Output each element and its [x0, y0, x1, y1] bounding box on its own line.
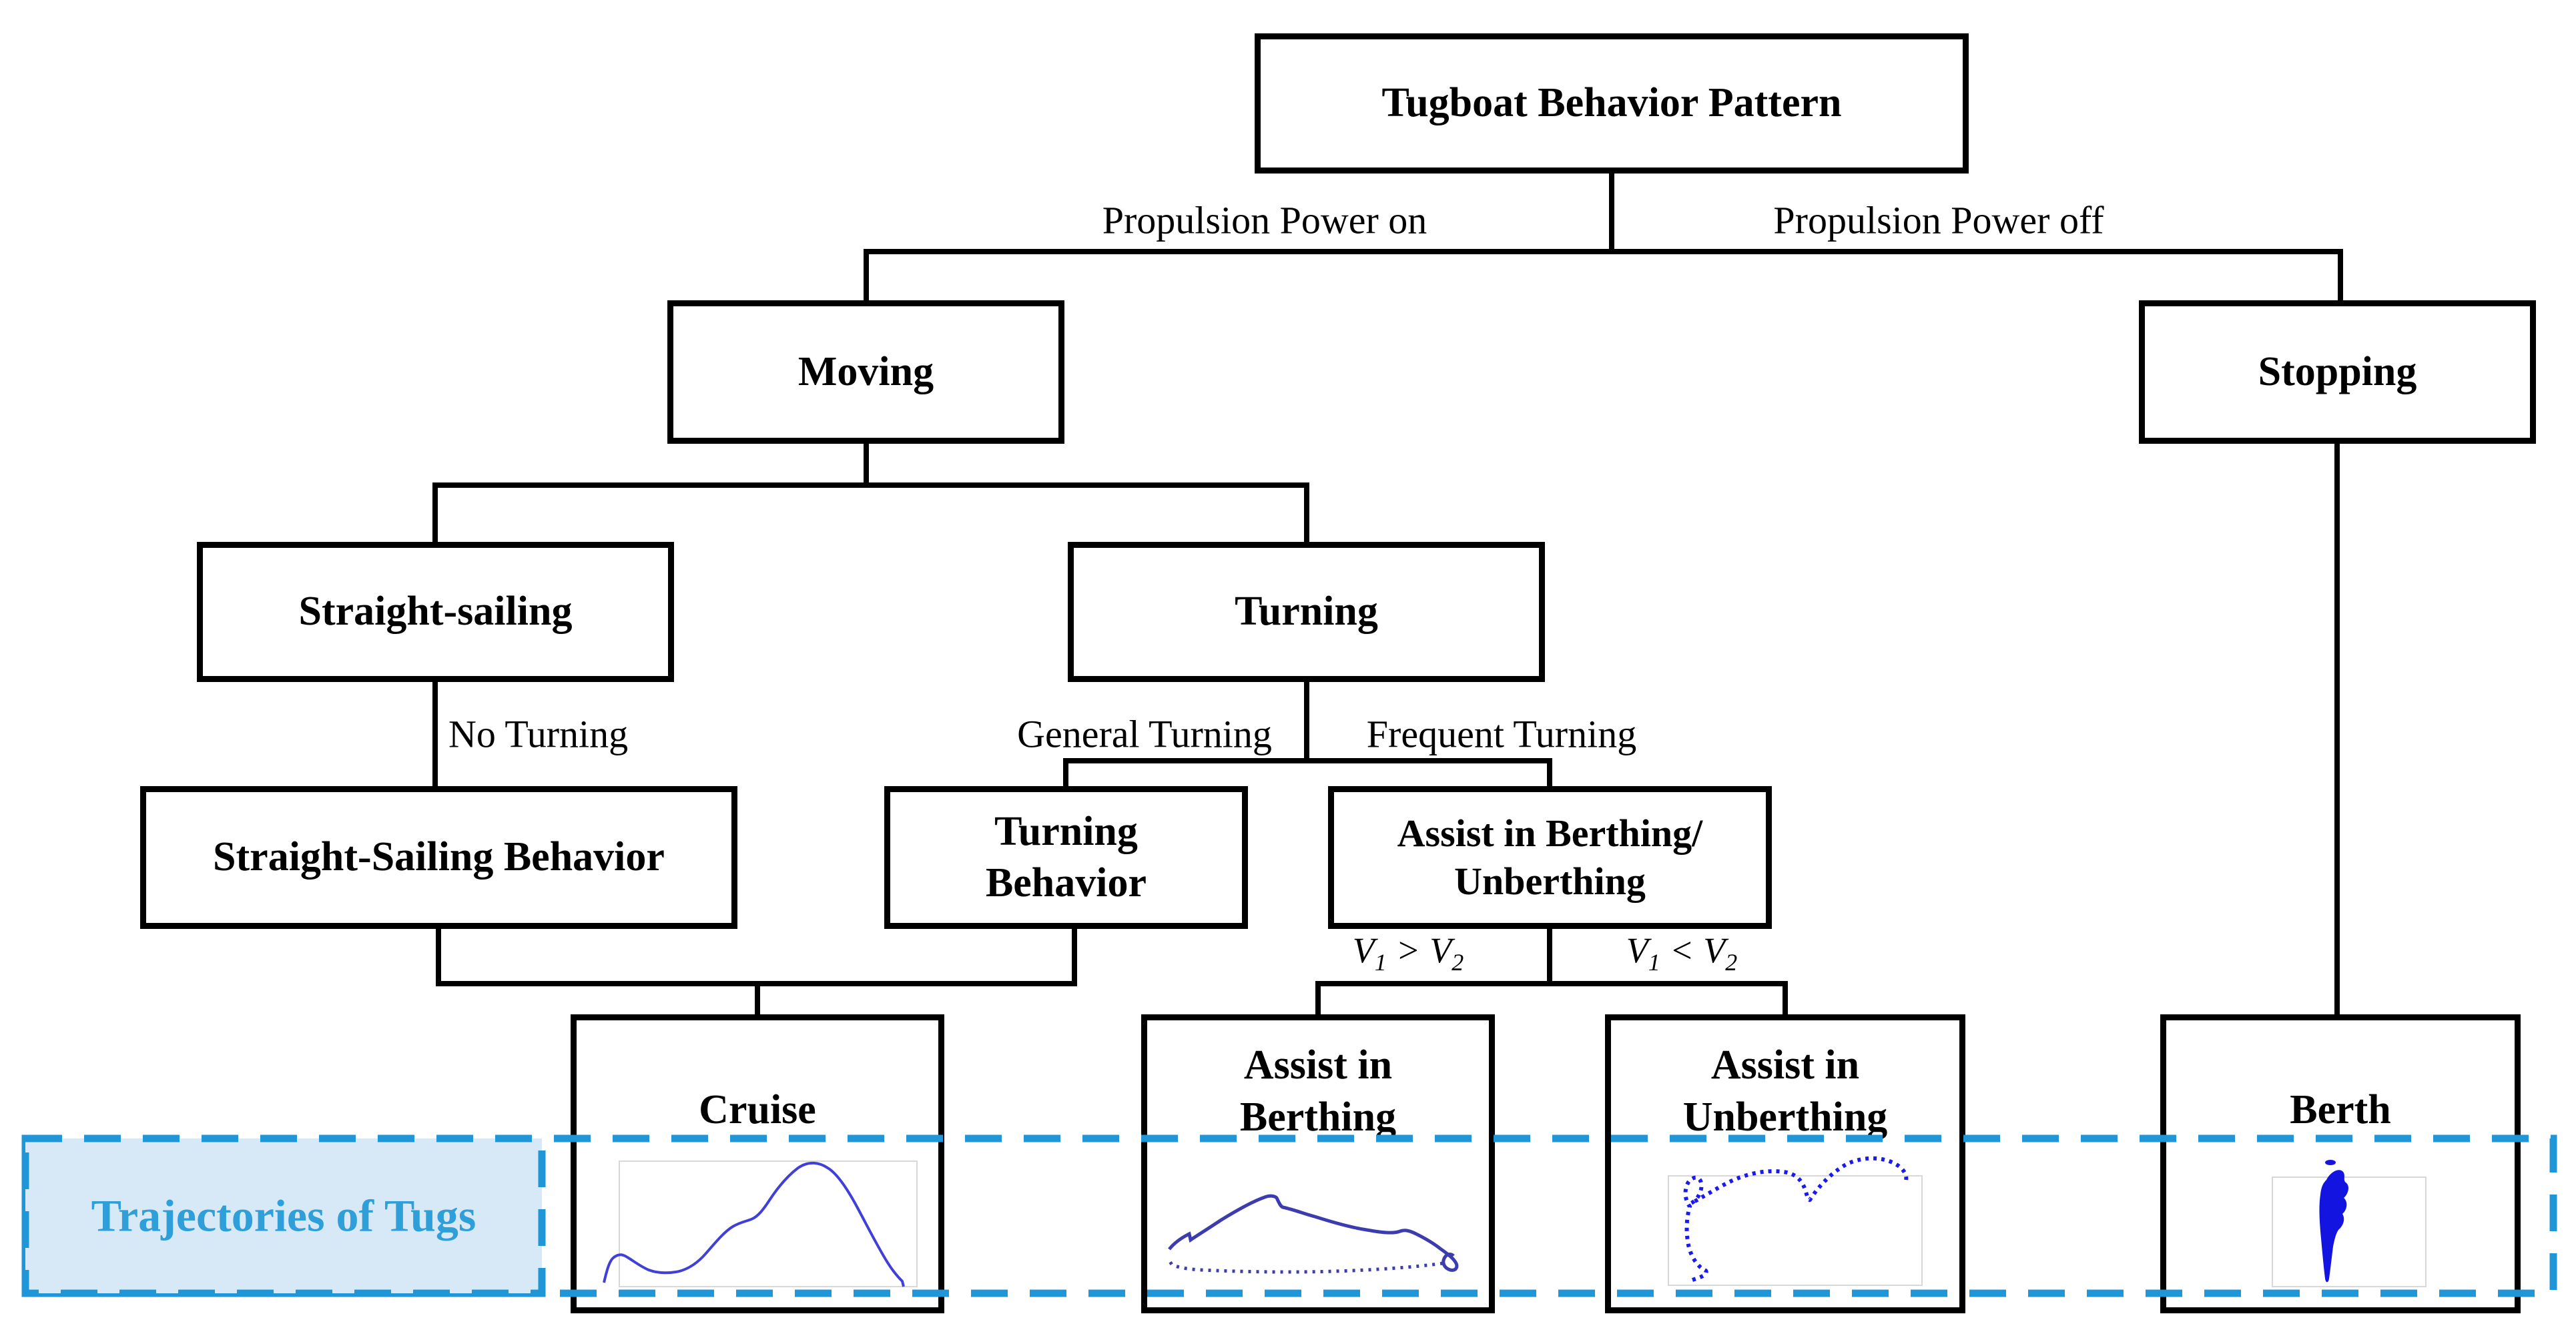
condition-v1-gt-v2: V1>V2	[1353, 930, 1464, 976]
node-straight-sailing-label: Straight-sailing	[298, 589, 573, 635]
v1-subscript: 1	[1374, 948, 1387, 976]
edge-label-frequent-turning: Frequent Turning	[1366, 712, 1637, 756]
gt-operator: >	[1395, 930, 1421, 971]
node-root: Tugboat Behavior Pattern	[1255, 33, 1969, 174]
edge-label-propulsion-on: Propulsion Power on	[1102, 198, 1427, 242]
node-assist-unberthing: Assist in Unberthing	[1605, 1014, 1965, 1313]
node-assist-unberthing-line1: Assist in	[1710, 1042, 1860, 1088]
node-assist-bu-line2: Unberthing	[1454, 860, 1646, 903]
node-assist-berthing: Assist in Berthing	[1141, 1014, 1495, 1313]
v2-subscript: 2	[1725, 948, 1738, 976]
node-turning-behavior: Turning Behavior	[884, 786, 1248, 929]
v1-symbol: V	[1352, 930, 1375, 971]
v2-symbol: V	[1429, 930, 1452, 971]
node-assist-berthing-unberthing: Assist in Berthing/ Unberthing	[1328, 786, 1772, 929]
condition-v1-lt-v2: V1<V2	[1626, 930, 1737, 976]
node-stopping-label: Stopping	[2258, 348, 2417, 394]
node-turning-behavior-line2: Behavior	[985, 860, 1147, 906]
v1-symbol: V	[1626, 930, 1648, 971]
node-root-label: Tugboat Behavior Pattern	[1381, 80, 1842, 126]
node-cruise: Cruise	[571, 1014, 944, 1313]
v2-symbol: V	[1703, 930, 1726, 971]
node-straight-sailing-behavior: Straight-Sailing Behavior	[140, 786, 737, 929]
edge-label-no-turning: No Turning	[448, 712, 629, 756]
v2-subscript: 2	[1452, 948, 1464, 976]
trajectories-legend-label: Trajectories of Tugs	[91, 1190, 476, 1241]
node-assist-bu-line1: Assist in Berthing/	[1397, 811, 1703, 855]
node-turning: Turning	[1068, 542, 1545, 682]
edge-label-general-turning: General Turning	[1017, 712, 1272, 756]
node-moving: Moving	[667, 300, 1064, 444]
node-berth: Berth	[2160, 1014, 2521, 1313]
lt-operator: <	[1669, 930, 1694, 971]
node-assist-unberthing-line2: Unberthing	[1682, 1094, 1888, 1140]
node-straight-sailing-behavior-label: Straight-Sailing Behavior	[213, 834, 665, 880]
node-assist-berthing-line1: Assist in	[1243, 1042, 1393, 1088]
node-stopping: Stopping	[2139, 300, 2536, 444]
edge-label-propulsion-off: Propulsion Power off	[1773, 198, 2104, 242]
node-turning-label: Turning	[1235, 589, 1378, 635]
node-straight-sailing: Straight-sailing	[197, 542, 674, 682]
node-assist-berthing-line2: Berthing	[1239, 1094, 1397, 1140]
v1-subscript: 1	[1648, 948, 1660, 976]
node-turning-behavior-line1: Turning	[994, 808, 1138, 854]
node-cruise-label: Cruise	[699, 1087, 816, 1132]
node-moving-label: Moving	[797, 348, 934, 394]
node-berth-label: Berth	[2290, 1087, 2391, 1132]
